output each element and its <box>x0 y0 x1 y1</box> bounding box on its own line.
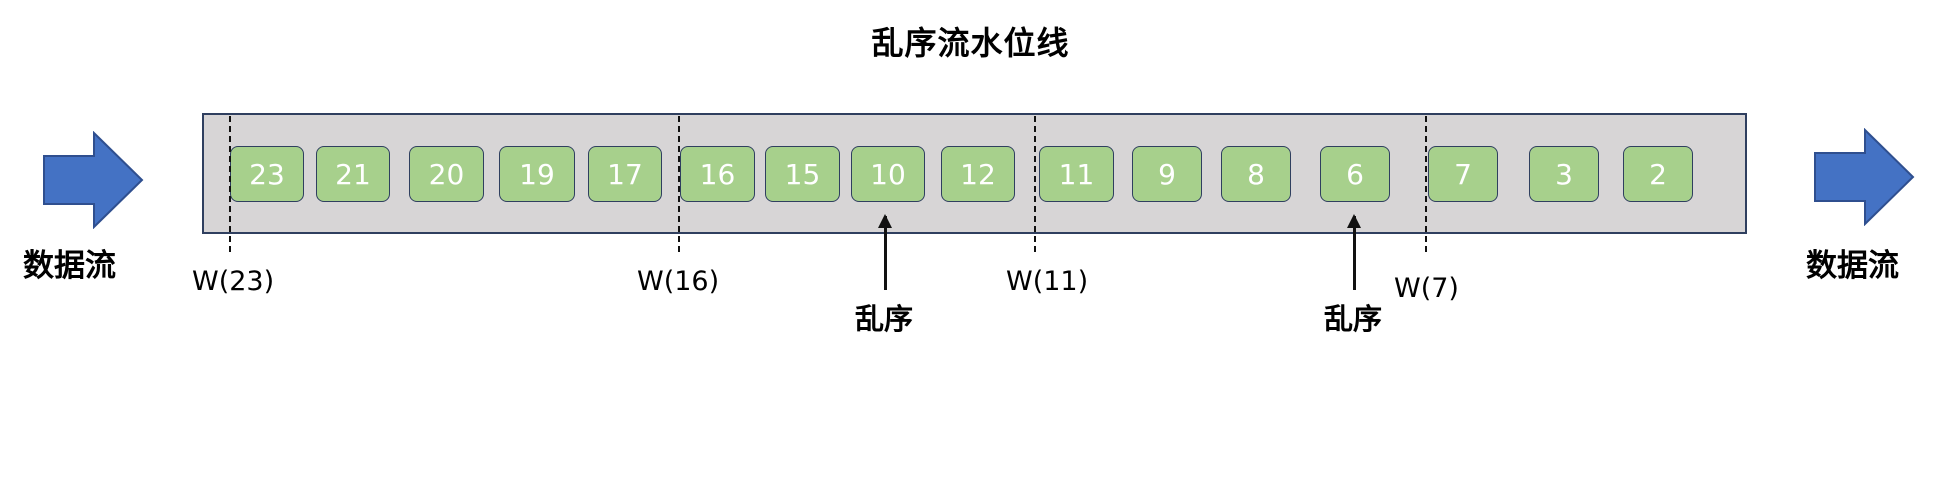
event-item: 6 <box>1320 146 1390 202</box>
event-item: 20 <box>409 146 484 202</box>
event-item: 17 <box>588 146 662 202</box>
event-item: 23 <box>230 146 304 202</box>
event-item: 21 <box>316 146 390 202</box>
watermark-label: W(11) <box>1006 266 1089 297</box>
left-flow-arrow-icon <box>43 131 144 229</box>
event-item: 19 <box>499 146 575 202</box>
event-item: 10 <box>851 146 925 202</box>
event-item: 15 <box>765 146 840 202</box>
event-item: 3 <box>1529 146 1599 202</box>
out-of-order-label: 乱序 <box>1324 302 1383 336</box>
watermark-label: W(16) <box>637 266 720 297</box>
watermark-line <box>1034 116 1036 252</box>
out-of-order-arrow-icon <box>1347 214 1361 290</box>
event-item: 2 <box>1623 146 1693 202</box>
watermark-line <box>1425 116 1427 252</box>
diagram-title: 乱序流水位线 <box>871 24 1070 62</box>
right-flow-arrow-icon <box>1814 128 1915 226</box>
watermark-label: W(7) <box>1394 273 1459 304</box>
event-item: 7 <box>1428 146 1498 202</box>
watermark-line <box>678 116 680 252</box>
out-of-order-label: 乱序 <box>855 302 914 336</box>
left-flow-label: 数据流 <box>23 248 116 284</box>
event-item: 8 <box>1221 146 1291 202</box>
watermark-label: W(23) <box>192 266 275 297</box>
watermark-line <box>229 116 231 252</box>
out-of-order-arrow-icon <box>878 214 892 290</box>
event-item: 16 <box>680 146 755 202</box>
right-flow-label: 数据流 <box>1806 248 1899 284</box>
event-item: 11 <box>1039 146 1114 202</box>
event-item: 9 <box>1132 146 1202 202</box>
event-item: 12 <box>941 146 1015 202</box>
